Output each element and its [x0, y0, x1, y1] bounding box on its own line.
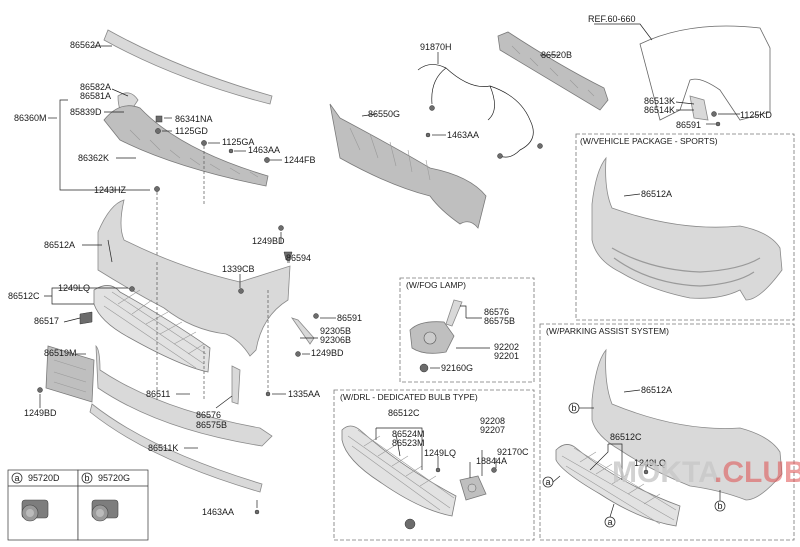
front-bumper-cover-86512A — [97, 199, 291, 357]
label-1249LQ-pas: 1249LQ — [634, 458, 666, 468]
bolt-1463AA-top — [228, 148, 234, 154]
drl-box-title: (W/DRL - DEDICATED BULB TYPE) — [340, 392, 478, 402]
pas-callout-b1: b — [572, 403, 577, 413]
label-86524M: 86524M — [392, 429, 425, 439]
label-1249LQ-drl: 1249LQ — [424, 448, 456, 458]
label-1463AA-bot: 1463AA — [202, 507, 234, 517]
fender-ref — [639, 25, 771, 121]
label-86512A-main: 86512A — [44, 240, 75, 250]
sports-box-title: (W/VEHICLE PACKAGE - SPORTS) — [580, 136, 718, 146]
label-86511: 86511 — [146, 389, 170, 399]
pas-bumper-86512A — [591, 348, 783, 501]
upper-garnish-strip — [103, 29, 273, 105]
label-86591-top: 86591 — [676, 120, 701, 130]
label-86511K: 86511K — [148, 443, 178, 453]
label-86512A-pas: 86512A — [641, 385, 672, 395]
label-91870H: 91870H — [420, 42, 452, 52]
side-deflector-86591 — [290, 317, 315, 345]
pas-box — [539, 323, 795, 541]
label-86512C-drl: 86512C — [388, 408, 420, 418]
fog-bezel-86576 — [445, 299, 463, 327]
label-86562A: 86562A — [70, 40, 101, 50]
label-1249BD-c: 1249BD — [24, 408, 57, 418]
label-1463AA-top: 1463AA — [248, 145, 280, 155]
drl-box — [333, 389, 535, 541]
label-ref: REF.60-660 — [588, 14, 636, 24]
label-92202: 92202 — [494, 342, 519, 352]
label-86594: 86594 — [286, 253, 311, 263]
label-86362K: 86362K — [78, 153, 109, 163]
bumper-beam-86550G — [329, 103, 487, 229]
label-1125KD: 1125KD — [740, 110, 772, 120]
label-86523M: 86523M — [392, 438, 425, 448]
label-1335AA: 1335AA — [288, 389, 320, 399]
parking-sensor-a — [21, 499, 49, 522]
label-92305B: 92305B — [320, 326, 351, 336]
label-86517: 86517 — [34, 316, 59, 326]
upper-bracket — [103, 105, 269, 187]
parking-sensor-b — [91, 499, 119, 522]
label-86512C-pas: 86512C — [610, 432, 642, 442]
pas-callout-b2: b — [718, 501, 723, 511]
drl-grille-86512C — [341, 425, 457, 517]
label-86575B-fog: 86575B — [484, 316, 515, 326]
label-1463AA-mid: 1463AA — [447, 130, 479, 140]
label-92170C: 92170C — [497, 447, 529, 457]
label-86360M: 86360M — [14, 113, 47, 123]
license-bracket-86519M — [45, 345, 95, 403]
skid-strip-86511K — [89, 403, 263, 493]
bolt-1125GD — [155, 128, 161, 134]
label-86519M: 86519M — [44, 348, 77, 358]
pas-callout-a1: a — [546, 477, 551, 487]
label-1243HZ: 1243HZ — [94, 185, 127, 195]
label-95720D: 95720D — [28, 473, 60, 483]
legend-callout-b: b — [85, 473, 90, 483]
label-86512A-sports: 86512A — [641, 189, 672, 199]
pas-callout-a2: a — [608, 517, 613, 527]
fog-lamp-box — [399, 277, 535, 383]
label-85839D: 85839D — [70, 107, 102, 117]
label-86576-main: 86576 — [196, 410, 221, 420]
label-95720G: 95720G — [98, 473, 130, 483]
bolt-1243HZ — [154, 186, 160, 192]
label-1244FB: 1244FB — [284, 155, 316, 165]
label-86581A: 86581A — [80, 91, 111, 101]
wiring-harness-91870H — [417, 64, 534, 158]
label-92160G: 92160G — [441, 363, 473, 373]
lower-bumper-86511 — [95, 344, 273, 447]
label-18844A: 18844A — [476, 456, 507, 466]
label-1339CB: 1339CB — [222, 264, 255, 274]
label-1249BD-b: 1249BD — [311, 348, 344, 358]
label-1125GA: 1125GA — [222, 137, 254, 147]
label-86514K: 86514K — [644, 105, 675, 115]
label-1249BD-a: 1249BD — [252, 236, 285, 246]
bolt-1244FB — [264, 157, 270, 163]
pas-box-title: (W/PARKING ASSIST SYSTEM) — [546, 326, 669, 336]
label-86576-fog: 86576 — [484, 307, 509, 317]
label-92201: 92201 — [494, 351, 519, 361]
label-1125GD: 1125GD — [175, 126, 208, 136]
sports-bumper-86512A — [591, 156, 783, 301]
label-86520B: 86520B — [541, 50, 572, 60]
label-86513K: 86513K — [644, 96, 675, 106]
label-86512C-main: 86512C — [8, 291, 40, 301]
label-86591-main: 86591 — [337, 313, 362, 323]
fog-box-title: (W/FOG LAMP) — [406, 280, 466, 290]
label-92306B: 92306B — [320, 335, 351, 345]
label-86341NA: 86341NA — [175, 114, 213, 124]
label-1249LQ-main: 1249LQ — [58, 283, 90, 293]
label-92207: 92207 — [480, 425, 505, 435]
legend-callout-a: a — [15, 473, 20, 483]
label-86582A: 86582A — [80, 82, 111, 92]
bolt-1125GA — [201, 140, 207, 146]
label-86550G: 86550G — [368, 109, 400, 119]
label-86575B-main: 86575B — [196, 420, 227, 430]
sports-box — [575, 133, 795, 321]
watermark-club: .CLUB — [714, 456, 800, 489]
watermark-mokta: MOKTA — [612, 456, 720, 489]
side-deflector-86576 — [231, 365, 241, 405]
label-92208: 92208 — [480, 416, 505, 426]
clip-86341NA — [155, 115, 163, 123]
